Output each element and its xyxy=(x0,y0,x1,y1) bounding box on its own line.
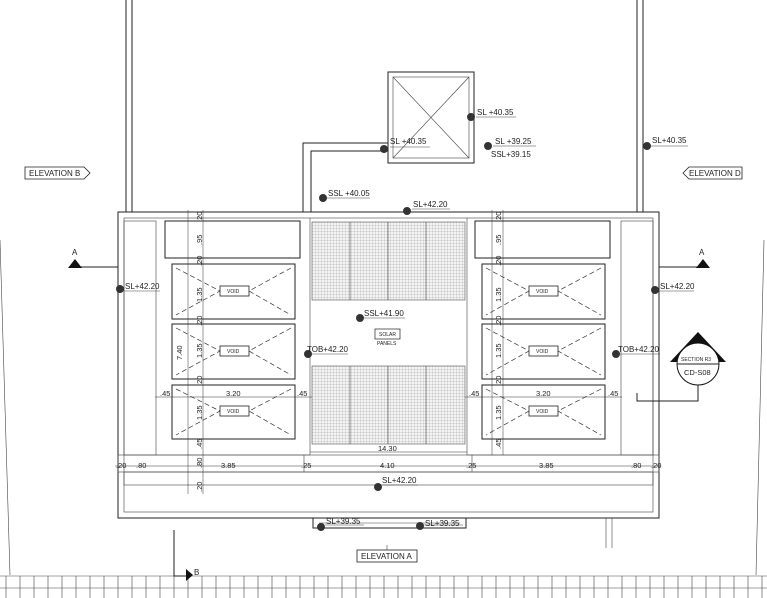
dim-w-1430: 14.30 xyxy=(378,444,397,453)
section-marker-b[interactable]: B xyxy=(173,530,199,581)
section-a-right-label: A xyxy=(699,248,705,257)
solar-label-line1: SOLAR xyxy=(379,332,396,338)
dim-v-135: 1.35 xyxy=(195,287,204,302)
void-label: VOID xyxy=(536,289,549,295)
dim-v-20: .20 xyxy=(195,316,204,326)
dim-w-025: .25 xyxy=(466,461,476,470)
section-marker-left[interactable]: A xyxy=(68,248,118,268)
solar-label-line2: PANELS xyxy=(377,341,397,347)
dim-w-385: 3.85 xyxy=(221,461,236,470)
lower-steps xyxy=(312,517,613,548)
elevation-b-tag[interactable]: ELEVATION B xyxy=(24,166,91,180)
dim-w-045: .45 xyxy=(297,389,307,398)
upper-wall-lines xyxy=(0,0,765,576)
elevation-a-label: ELEVATION A xyxy=(361,552,412,561)
dim-v-20: .20 xyxy=(195,482,204,492)
dim-w-045: .45 xyxy=(160,389,170,398)
section-callout-top-label: SECTION R3 xyxy=(681,357,711,363)
level-tob-right: TOB+42.20 xyxy=(618,345,660,354)
dim-w-410: 4.10 xyxy=(380,461,395,470)
dim-v-20: .20 xyxy=(195,376,204,386)
dim-v-135: 1.35 xyxy=(494,343,503,358)
dim-w-020: .20 xyxy=(116,461,126,470)
level-sl-42-20-top: SL+42.20 xyxy=(413,200,448,209)
dim-v-20: .20 xyxy=(195,256,204,266)
void-label: VOID xyxy=(536,409,549,415)
dimension-horizontal xyxy=(115,396,661,467)
dim-v-20: .20 xyxy=(494,316,503,326)
dim-w-080: .80 xyxy=(136,461,146,470)
level-ssl-40-05: SSL +40.05 xyxy=(328,189,370,198)
level-marker-symbols xyxy=(116,113,659,531)
top-boxes xyxy=(164,220,611,259)
void-box-left-1 xyxy=(171,263,296,320)
section-callout-bottom-label: CD-S08 xyxy=(684,368,711,377)
level-leaders xyxy=(124,116,694,526)
dim-w-385: 3.85 xyxy=(539,461,554,470)
void-box-left-2 xyxy=(171,323,296,380)
dim-w-320: 3.20 xyxy=(536,389,551,398)
elevation-d-tag[interactable]: ELEVATION D xyxy=(682,166,743,180)
level-sl-42-20-right: SL+42.20 xyxy=(660,282,695,291)
dim-v-20: .20 xyxy=(494,256,503,266)
dim-w-320: 3.20 xyxy=(226,389,241,398)
vertical-dimension-labels: .20 .95 .20 1.35 .20 1.35 7.40 .20 1.35 … xyxy=(175,212,503,492)
dim-v-20: .20 xyxy=(195,212,204,222)
dimension-vertical-left xyxy=(187,210,504,494)
void-labels: VOID VOID VOID VOID VOID VOID xyxy=(227,289,549,415)
level-sl-39-25: SL +39.25 xyxy=(495,137,532,146)
dim-v-45: .45 xyxy=(494,439,503,449)
dim-v-20: .20 xyxy=(494,212,503,222)
dim-v-135: 1.35 xyxy=(494,405,503,420)
void-box-right-1 xyxy=(481,263,606,320)
water-tank xyxy=(387,71,475,164)
void-box-right-2 xyxy=(481,323,606,380)
dim-v-95: .95 xyxy=(195,235,204,245)
level-sl-42-20-left: SL+42.20 xyxy=(125,282,160,291)
elevation-a-tag[interactable]: ELEVATION A xyxy=(356,545,418,563)
level-sl-39-35-left: SL+39.35 xyxy=(326,517,361,526)
horizontal-dimension-labels: .45 3.20 .45 .45 3.20 .45 14.30 .20 .80 … xyxy=(116,389,661,470)
solar-panel-array xyxy=(311,221,466,445)
level-ssl-39-15: SSL+39.15 xyxy=(491,150,531,159)
level-sl-42-20-bottom: SL+42.20 xyxy=(382,476,417,485)
section-a-left-label: A xyxy=(72,248,78,257)
void-label: VOID xyxy=(227,409,240,415)
void-label: VOID xyxy=(536,349,549,355)
void-box-left-3 xyxy=(171,384,296,440)
dim-w-020: .20 xyxy=(651,461,661,470)
dim-v-740: 7.40 xyxy=(175,345,184,360)
level-sl-40-35-tank-right: SL +40.35 xyxy=(477,108,514,117)
elevation-d-label: ELEVATION D xyxy=(689,169,741,178)
level-labels: SL +40.35 SL +40.35 SL +39.25 SSL+39.15 … xyxy=(125,108,695,528)
dim-w-045: .45 xyxy=(608,389,618,398)
dim-v-135: 1.35 xyxy=(195,405,204,420)
dim-v-135: 1.35 xyxy=(494,287,503,302)
level-sl-40-35-tank: SL +40.35 xyxy=(390,137,427,146)
void-label: VOID xyxy=(227,349,240,355)
section-b-label: B xyxy=(194,568,199,577)
dim-v-95: .95 xyxy=(494,235,503,245)
section-marker-right[interactable]: A xyxy=(659,248,710,268)
dim-v-20: .20 xyxy=(494,376,503,386)
dim-v-135: 1.35 xyxy=(195,343,204,358)
level-ssl-41-90: SSL+41.90 xyxy=(364,309,404,318)
stair-shaft xyxy=(302,142,388,212)
dim-v-80: .80 xyxy=(195,458,204,468)
solar-panels-label: SOLAR PANELS xyxy=(377,332,397,347)
level-sl-40-35-right: SL+40.35 xyxy=(652,136,687,145)
ground-railing xyxy=(0,575,767,598)
dim-w-080: .80 xyxy=(631,461,641,470)
level-sl-39-35-right: SL+39.35 xyxy=(425,519,460,528)
void-box-right-3 xyxy=(481,384,606,440)
section-callout[interactable]: SECTION R3 CD-S08 xyxy=(636,332,726,402)
dim-v-45: .45 xyxy=(195,439,204,449)
level-tob-left: TOB+42.20 xyxy=(307,345,349,354)
dim-w-045: .45 xyxy=(469,389,479,398)
void-label: VOID xyxy=(227,289,240,295)
elevation-b-label: ELEVATION B xyxy=(29,169,80,178)
dim-w-025: .25 xyxy=(301,461,311,470)
